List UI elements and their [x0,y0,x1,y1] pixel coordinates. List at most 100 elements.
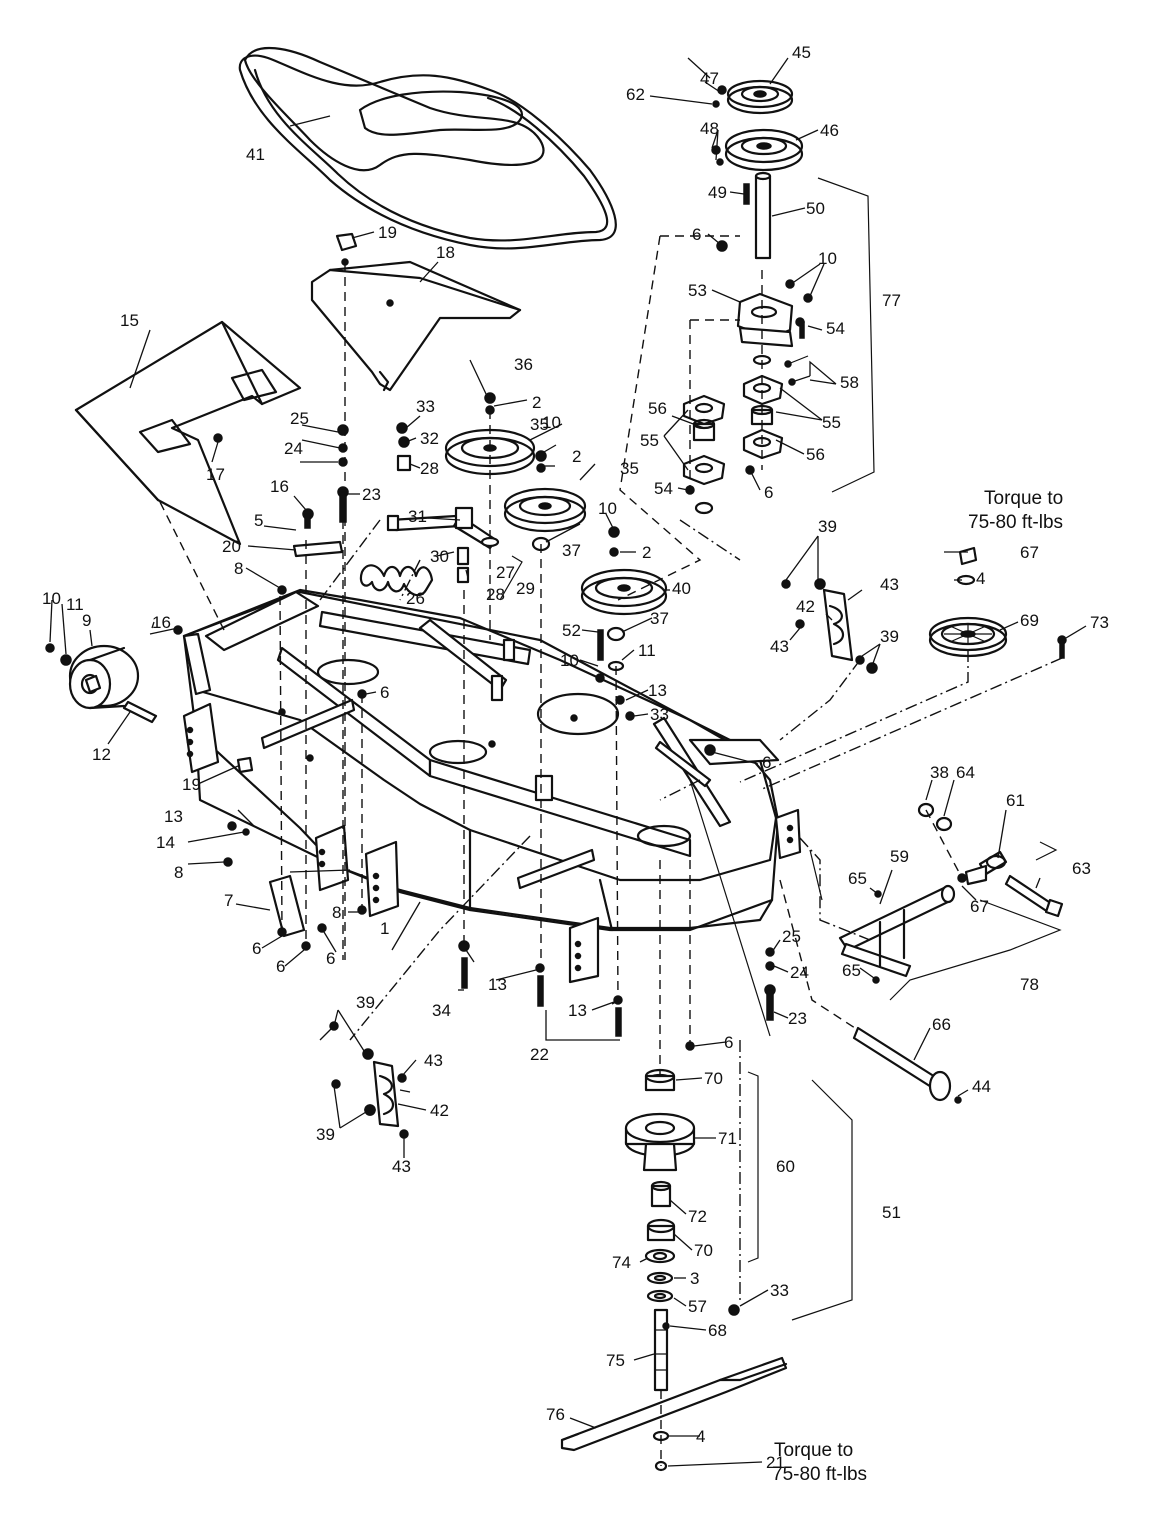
callout-39: 39 [316,1125,335,1144]
callout-10: 10 [818,249,837,268]
callout-50: 50 [806,199,825,218]
callout-35: 35 [620,459,639,478]
pulley-40 [580,568,668,616]
callout-23: 23 [788,1009,807,1028]
torque-note-bottom-line1: Torque to [774,1440,853,1461]
callout-13: 13 [568,1001,587,1020]
callout-4: 4 [976,569,985,588]
torque-notes: Torque to 75-80 ft-lbs Torque to 75-80 f… [772,488,1063,1485]
callout-60: 60 [776,1157,795,1176]
callout-19: 19 [182,775,201,794]
callout-6: 6 [326,949,335,968]
callout-49: 49 [708,183,727,202]
callout-labels: 1 2 2 2 3 4 4 5 6 6 6 6 6 6 6 6 7 8 8 8 … [42,43,1109,1472]
callout-39: 39 [356,993,375,1012]
gauge-wheel-9 [68,644,140,710]
callout-61: 61 [1006,791,1025,810]
chain-link-42-right [814,578,878,674]
callout-68: 68 [708,1321,727,1340]
callout-29: 29 [516,579,535,598]
callout-59: 59 [890,847,909,866]
callout-43: 43 [392,1157,411,1176]
callout-23: 23 [362,485,381,504]
callout-54: 54 [826,319,845,338]
callout-36: 36 [514,355,533,374]
callout-28: 28 [420,459,439,478]
callout-65: 65 [848,869,867,888]
callout-63: 63 [1072,859,1091,878]
callout-64: 64 [956,763,975,782]
cover-knob-19 [335,232,358,252]
callout-6: 6 [762,753,771,772]
callout-13: 13 [648,681,667,700]
pulley-35-left [444,428,536,476]
callout-71: 71 [718,1129,737,1148]
callout-13: 13 [488,975,507,994]
callout-16: 16 [152,613,171,632]
callout-56: 56 [648,399,667,418]
callout-11: 11 [66,595,84,614]
callout-26: 26 [406,589,425,608]
idler-arm-27 [386,506,500,550]
callout-10: 10 [542,413,561,432]
wheel-axle-12 [122,700,158,724]
callout-33: 33 [650,705,669,724]
callout-54: 54 [654,479,673,498]
belt-cover-18 [310,260,522,392]
callout-37: 37 [562,541,581,560]
torque-note-top-line1: Torque to [984,488,1063,509]
callout-6: 6 [380,683,389,702]
callout-78: 78 [1020,975,1039,994]
hardware-set [45,85,1067,1472]
callout-55: 55 [822,413,841,432]
callout-66: 66 [932,1015,951,1034]
callout-38: 38 [930,763,949,782]
mower-blade-76 [560,1356,788,1452]
rod-66 [852,1026,952,1102]
group-brackets [499,177,1062,1321]
callout-15: 15 [120,311,139,330]
callout-25: 25 [782,927,801,946]
callout-12: 12 [92,745,111,764]
discharge-chute-15 [74,320,302,546]
spacer-28-lower [456,546,470,584]
callout-32: 32 [420,429,439,448]
callout-10: 10 [42,589,61,608]
torque-note-top-line2: 75-80 ft-lbs [968,512,1063,533]
callout-9: 9 [82,611,91,630]
callout-30: 30 [430,547,449,566]
mower-deck-1 [182,588,802,984]
callout-70: 70 [694,1241,713,1260]
callout-33: 33 [416,397,435,416]
callout-28: 28 [486,585,505,604]
callout-77: 77 [882,291,901,310]
callout-18: 18 [436,243,455,262]
idler-bracket-53 [736,292,794,348]
callout-33: 33 [770,1281,789,1300]
callout-41: 41 [246,145,265,164]
callout-16: 16 [270,477,289,496]
callout-21: 21 [766,1453,785,1472]
callout-34: 34 [432,1001,451,1020]
callout-74: 74 [612,1253,631,1272]
callout-75: 75 [606,1351,625,1370]
callout-2: 2 [642,543,651,562]
callout-72: 72 [688,1207,707,1226]
callout-69: 69 [1020,611,1039,630]
callout-47: 47 [700,69,719,88]
callout-42: 42 [796,597,815,616]
callout-19: 19 [378,223,397,242]
callout-8: 8 [174,863,183,882]
callout-11: 11 [638,641,656,660]
callout-56: 56 [806,445,825,464]
callout-43: 43 [770,637,789,656]
callout-24: 24 [284,439,303,458]
callout-67: 67 [970,897,989,916]
callout-39: 39 [880,627,899,646]
callout-22: 22 [530,1045,549,1064]
callout-44: 44 [972,1077,991,1096]
callout-8: 8 [332,903,341,922]
callout-42: 42 [430,1101,449,1120]
callout-6: 6 [764,483,773,502]
idler-shaft-50 [754,171,772,260]
